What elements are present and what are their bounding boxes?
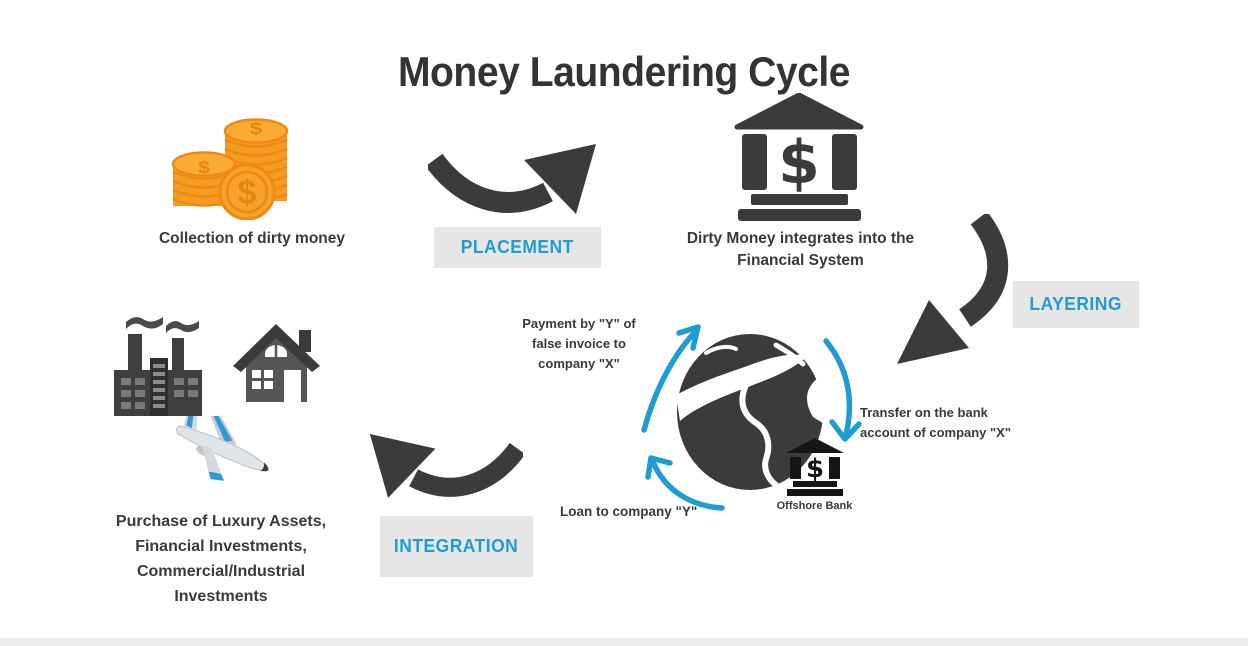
svg-text:$: $: [198, 159, 210, 178]
svg-text:$: $: [806, 454, 824, 484]
payment-line1: Payment by "Y" of: [522, 316, 636, 331]
svg-text:$: $: [250, 120, 262, 139]
placement-arrow-icon: [428, 138, 598, 230]
integration-label: INTEGRATION: [394, 536, 519, 556]
dirty-money-caption: Collection of dirty money: [158, 230, 345, 247]
layering-label: LAYERING: [1029, 294, 1123, 314]
layering-arrow-icon: [895, 214, 1010, 369]
transfer-step-caption: Transfer on the bank account of company …: [860, 403, 1035, 443]
payment-step-caption: Payment by "Y" of false invoice to compa…: [503, 314, 655, 374]
globe-icon: [676, 333, 826, 491]
bank-icon: $: [733, 93, 866, 221]
airplane-icon: [168, 416, 288, 501]
integration-arrow-icon: [368, 428, 523, 513]
svg-text:$: $: [238, 174, 257, 212]
financial-system-caption-line2: Financial System: [737, 252, 864, 269]
loan-arrow-icon: [645, 450, 725, 512]
assets-line4: Investments: [174, 588, 268, 605]
financial-system-caption-line1: Dirty Money integrates into the: [686, 230, 915, 247]
offshore-bank-icon: $: [785, 438, 845, 496]
stage-placement: PLACEMENT: [434, 227, 601, 268]
assets-line1: Purchase of Luxury Assets,: [115, 513, 327, 530]
factory-icon: [114, 314, 202, 418]
assets-line2: Financial Investments,: [135, 538, 307, 555]
stage-integration: INTEGRATION: [380, 516, 533, 577]
house-icon: [231, 322, 322, 402]
assets-caption: Purchase of Luxury Assets, Financial Inv…: [92, 509, 350, 609]
transfer-line1: Transfer on the bank: [860, 405, 988, 420]
page-title: Money Laundering Cycle: [397, 48, 851, 96]
transfer-line2: account of company "X": [860, 425, 1012, 440]
payment-arrow-icon: [628, 318, 713, 433]
bottom-edge-strip: [0, 638, 1248, 646]
coin-stacks-icon: $ $ $: [165, 106, 297, 220]
stage-layering: LAYERING: [1013, 281, 1139, 328]
payment-line3: company "X": [538, 356, 620, 371]
placement-label: PLACEMENT: [460, 237, 575, 257]
svg-text:$: $: [778, 128, 820, 198]
assets-line3: Commercial/Industrial: [136, 563, 306, 580]
transfer-arrow-icon: [818, 338, 868, 446]
offshore-bank-label: Offshore Bank: [776, 500, 853, 512]
financial-system-caption: Dirty Money integrates into the Financia…: [678, 228, 923, 272]
loan-step-caption: Loan to company "Y": [560, 504, 698, 519]
payment-line2: false invoice to: [532, 336, 626, 351]
